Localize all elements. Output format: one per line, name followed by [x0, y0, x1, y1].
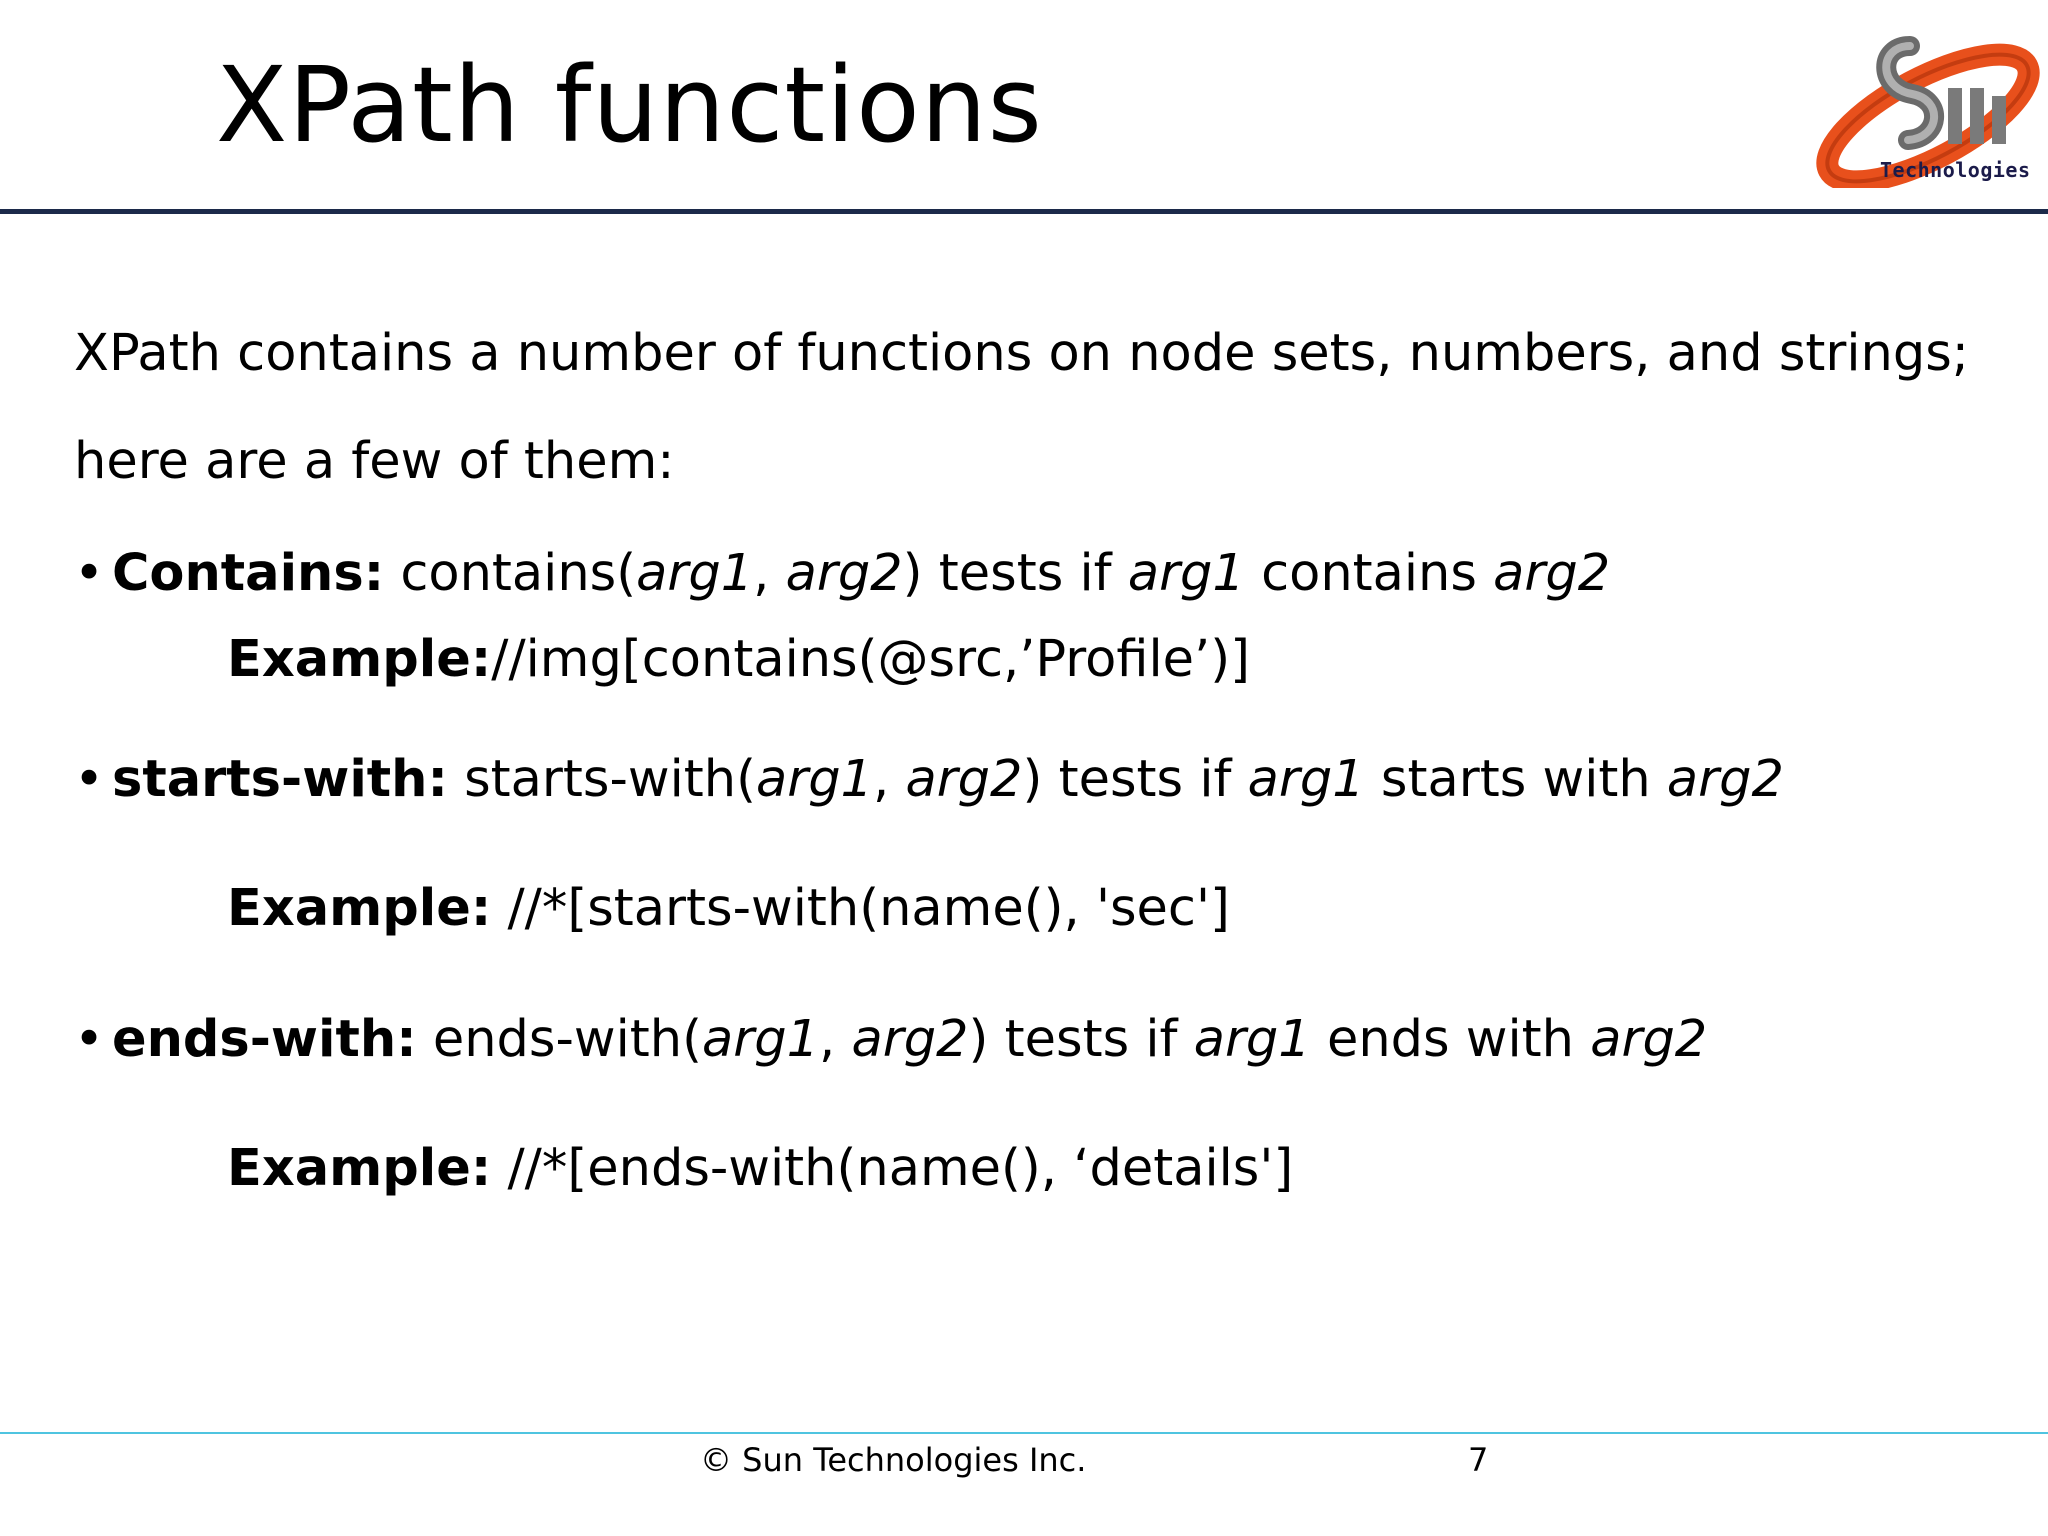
intro-paragraph: XPath contains a number of functions on … [74, 300, 1974, 516]
example-label: Example: [227, 630, 492, 689]
func-close: ) tests if [902, 544, 1128, 603]
func-close: ) tests if [1022, 750, 1248, 809]
verb: ends with [1310, 1010, 1591, 1069]
bullet-ends-with: •ends-with: ends-with(arg1, arg2) tests … [74, 1008, 1707, 1072]
example-label: Example: [227, 1139, 492, 1198]
comma: , [873, 750, 906, 809]
arg: arg2 [851, 1010, 969, 1069]
func-name: ends-with( [432, 1010, 702, 1069]
sun-technologies-logo [1816, 36, 2040, 188]
example-label: Example: [227, 879, 492, 938]
bullet-contains: •Contains: contains(arg1, arg2) tests if… [74, 542, 1610, 606]
intro-line-2: here are a few of them: [74, 432, 675, 491]
arg: arg2 [1666, 750, 1784, 809]
arg: arg1 [755, 750, 874, 809]
example-contains: Example://img[contains(@src,’Profile’)] [227, 628, 1250, 692]
bullet-term: Contains: [112, 544, 385, 603]
arg: arg1 [1247, 750, 1365, 809]
page-number: 7 [1468, 1441, 1489, 1479]
bullet-dot: • [74, 544, 105, 603]
header-divider [0, 209, 2048, 214]
arg: arg1 [636, 544, 754, 603]
example-starts-with: Example: //*[starts-with(name(), 'sec'] [227, 877, 1230, 941]
func-name: contains( [400, 544, 637, 603]
bullet-term: ends-with: [112, 1010, 417, 1069]
example-value: //img[contains(@src,’Profile’)] [491, 630, 1250, 689]
arg: arg2 [905, 750, 1023, 809]
arg: arg2 [785, 544, 903, 603]
bullet-term: starts-with: [112, 750, 448, 809]
verb: contains [1244, 544, 1494, 603]
arg: arg2 [1590, 1010, 1708, 1069]
arg: arg1 [701, 1010, 820, 1069]
logo-text: Technologies [1880, 158, 2031, 182]
arg: arg1 [1193, 1010, 1311, 1069]
example-ends-with: Example: //*[ends-with(name(), ‘details'… [227, 1137, 1293, 1201]
func-close: ) tests if [968, 1010, 1194, 1069]
comma: , [753, 544, 786, 603]
example-value: //*[starts-with(name(), 'sec'] [491, 879, 1230, 938]
example-value: //*[ends-with(name(), ‘details'] [491, 1139, 1294, 1198]
comma: , [819, 1010, 852, 1069]
intro-line-1: XPath contains a number of functions on … [74, 324, 1969, 383]
func-name: starts-with( [464, 750, 756, 809]
footer-divider [0, 1432, 2048, 1434]
arg: arg2 [1493, 544, 1611, 603]
bullet-dot: • [74, 750, 105, 809]
bullet-dot: • [74, 1010, 105, 1069]
arg: arg1 [1127, 544, 1245, 603]
slide-title: XPath functions [216, 44, 1043, 166]
verb: starts with [1364, 750, 1667, 809]
bullet-starts-with: •starts-with: starts-with(arg1, arg2) te… [74, 748, 1784, 812]
footer-copyright: © Sun Technologies Inc. [700, 1441, 1087, 1479]
